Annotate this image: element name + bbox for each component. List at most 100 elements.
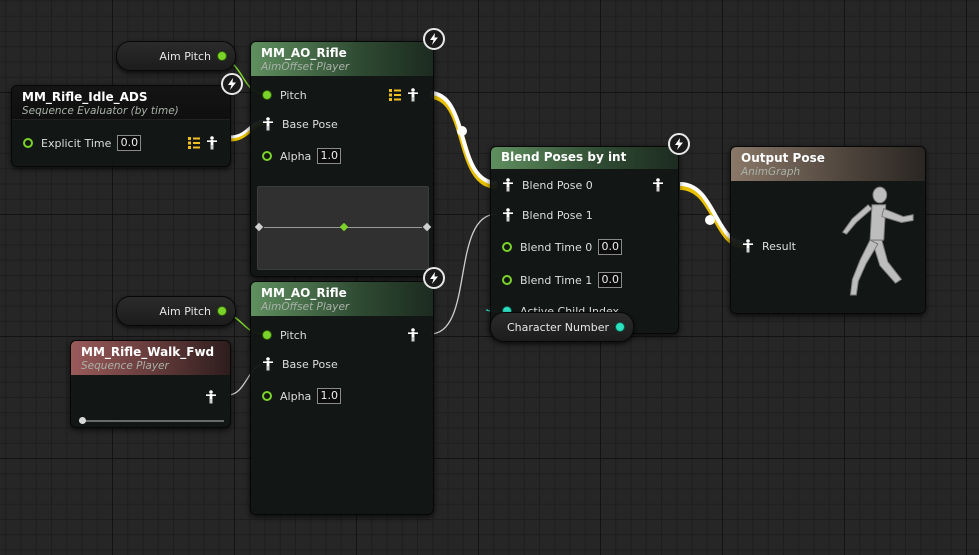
pitch-label: Pitch [280,88,307,102]
walk-fwd-sequence-player-node[interactable]: MM_Rifle_Walk_Fwd Sequence Player [70,340,231,428]
pose-figure-icon[interactable] [206,136,218,150]
pose-list-icon [389,89,401,101]
blend-space-sample-point[interactable] [254,222,264,232]
pose-figure-icon[interactable] [262,357,274,371]
pose-figure-icon[interactable] [502,208,514,222]
result-pin-row: Result [742,237,796,255]
character-number-label: Character Number [507,320,609,334]
wire-reroute-dot [705,215,715,225]
node-subtitle: AimOffset Player [261,61,350,73]
pose-figure-icon[interactable] [652,178,664,192]
character-number-output-pin[interactable] [615,322,625,332]
alpha-label: Alpha [280,389,312,403]
pose-figure-icon[interactable] [407,328,419,342]
pose-list-icon [188,137,200,149]
pose-output-row [389,86,427,104]
node-title: Output Pose [741,151,825,165]
lightning-bolt-icon [423,267,445,289]
blend-space-sample-point[interactable] [339,222,349,232]
node-subtitle: Sequence Evaluator (by time) [22,105,179,117]
blend-time-1-label: Blend Time 1 [520,273,593,287]
pose-output-row [652,176,672,194]
node-header: Output Pose AnimGraph [731,147,925,181]
node-subtitle: AnimGraph [741,166,801,178]
blend-pose-1-label: Blend Pose 1 [522,208,593,222]
node-title: MM_AO_Rifle [261,46,347,60]
base-pose-label: Base Pose [282,117,338,131]
base-pose-pin-row: Base Pose [262,115,338,133]
ao-rifle-top-aimoffset-node[interactable]: MM_AO_Rifle AimOffset Player Pitch Base … [250,41,434,277]
blend-pose-1-pin-row: Blend Pose 1 [502,206,593,224]
playback-scrubber-handle[interactable] [79,417,86,424]
pose-figure-icon[interactable] [407,88,419,102]
base-pose-label: Base Pose [282,357,338,371]
explicit-time-pin-row: Explicit Time 0.0 [23,134,142,152]
node-title: MM_AO_Rifle [261,286,347,300]
running-mannequin-icon [841,186,914,296]
alpha-input-pin[interactable] [262,151,272,161]
ao-rifle-bottom-aimoffset-node[interactable]: MM_AO_Rifle AimOffset Player Pitch Base … [250,281,434,515]
node-header: MM_AO_Rifle AimOffset Player [251,282,433,316]
base-pose-pin-row: Base Pose [262,355,338,373]
aim-pitch-label: Aim Pitch [159,304,211,318]
pitch-pin-row: Pitch [262,86,307,104]
node-title: MM_Rifle_Walk_Fwd [81,345,215,359]
blend-time-0-label: Blend Time 0 [520,240,593,254]
lightning-bolt-icon [221,73,243,95]
blend-pose-0-label: Blend Pose 0 [522,178,593,192]
explicit-time-label: Explicit Time [41,136,112,150]
aim-pitch-output-pin[interactable] [217,306,227,316]
alpha-pin-row: Alpha 1.0 [262,147,342,165]
output-pose-node[interactable]: Output Pose AnimGraph Result [730,146,926,314]
alpha-value-input[interactable]: 1.0 [317,148,342,164]
blend-time-1-pin-row: Blend Time 1 0.0 [502,271,623,289]
blend-pose-0-pin-row: Blend Pose 0 [502,176,593,194]
wire-reroute-dot [457,126,467,136]
pose-figure-icon[interactable] [742,239,754,253]
pitch-input-pin[interactable] [262,330,272,340]
aim-pitch-label: Aim Pitch [159,49,211,63]
aim-pitch-output-pin[interactable] [217,51,227,61]
node-subtitle: AimOffset Player [261,301,350,313]
pose-output-row [188,134,226,152]
wire-ao-top-to-blend-glow [429,93,498,189]
result-label: Result [762,239,796,253]
pitch-input-pin[interactable] [262,90,272,100]
alpha-label: Alpha [280,149,312,163]
aim-pitch-variable-node[interactable]: Aim Pitch [116,41,236,71]
lightning-bolt-icon [423,28,445,50]
pose-figure-icon[interactable] [205,390,217,404]
blend-space-preview[interactable] [254,186,432,270]
alpha-pin-row: Alpha 1.0 [262,387,342,405]
node-header: MM_Rifle_Idle_ADS Sequence Evaluator (by… [12,86,230,120]
blend-time-0-pin-row: Blend Time 0 0.0 [502,238,623,256]
node-title: MM_Rifle_Idle_ADS [22,90,148,104]
playback-scrubber[interactable] [79,417,224,424]
pitch-pin-row: Pitch [262,326,307,344]
wire-ao-top-to-blend [429,91,498,185]
node-subtitle: Sequence Player [81,360,169,372]
lightning-bolt-icon [668,133,690,155]
pose-output-row [407,326,427,344]
blend-time-1-input[interactable]: 0.0 [598,272,623,288]
pose-output-row [205,388,225,406]
pitch-label: Pitch [280,328,307,342]
alpha-value-input[interactable]: 1.0 [317,388,342,404]
pose-figure-icon[interactable] [502,178,514,192]
idle-ads-sequence-evaluator-node[interactable]: MM_Rifle_Idle_ADS Sequence Evaluator (by… [11,85,231,167]
pose-figure-icon[interactable] [262,117,274,131]
blend-poses-by-int-node[interactable]: Blend Poses by int Blend Pose 0 Blend Po… [490,146,679,334]
explicit-time-input[interactable]: 0.0 [117,135,142,151]
aim-pitch-variable-node[interactable]: Aim Pitch [116,296,236,326]
blend-time-1-pin[interactable] [502,275,512,285]
node-header: MM_Rifle_Walk_Fwd Sequence Player [71,341,230,375]
character-number-variable-node[interactable]: Character Number [490,312,634,342]
node-title: Blend Poses by int [501,150,627,164]
explicit-time-pin[interactable] [23,138,33,148]
node-header: Blend Poses by int [491,147,678,169]
alpha-input-pin[interactable] [262,391,272,401]
blend-time-0-pin[interactable] [502,242,512,252]
node-header: MM_AO_Rifle AimOffset Player [251,42,433,76]
blend-time-0-input[interactable]: 0.0 [598,239,623,255]
blend-space-sample-point[interactable] [422,222,432,232]
